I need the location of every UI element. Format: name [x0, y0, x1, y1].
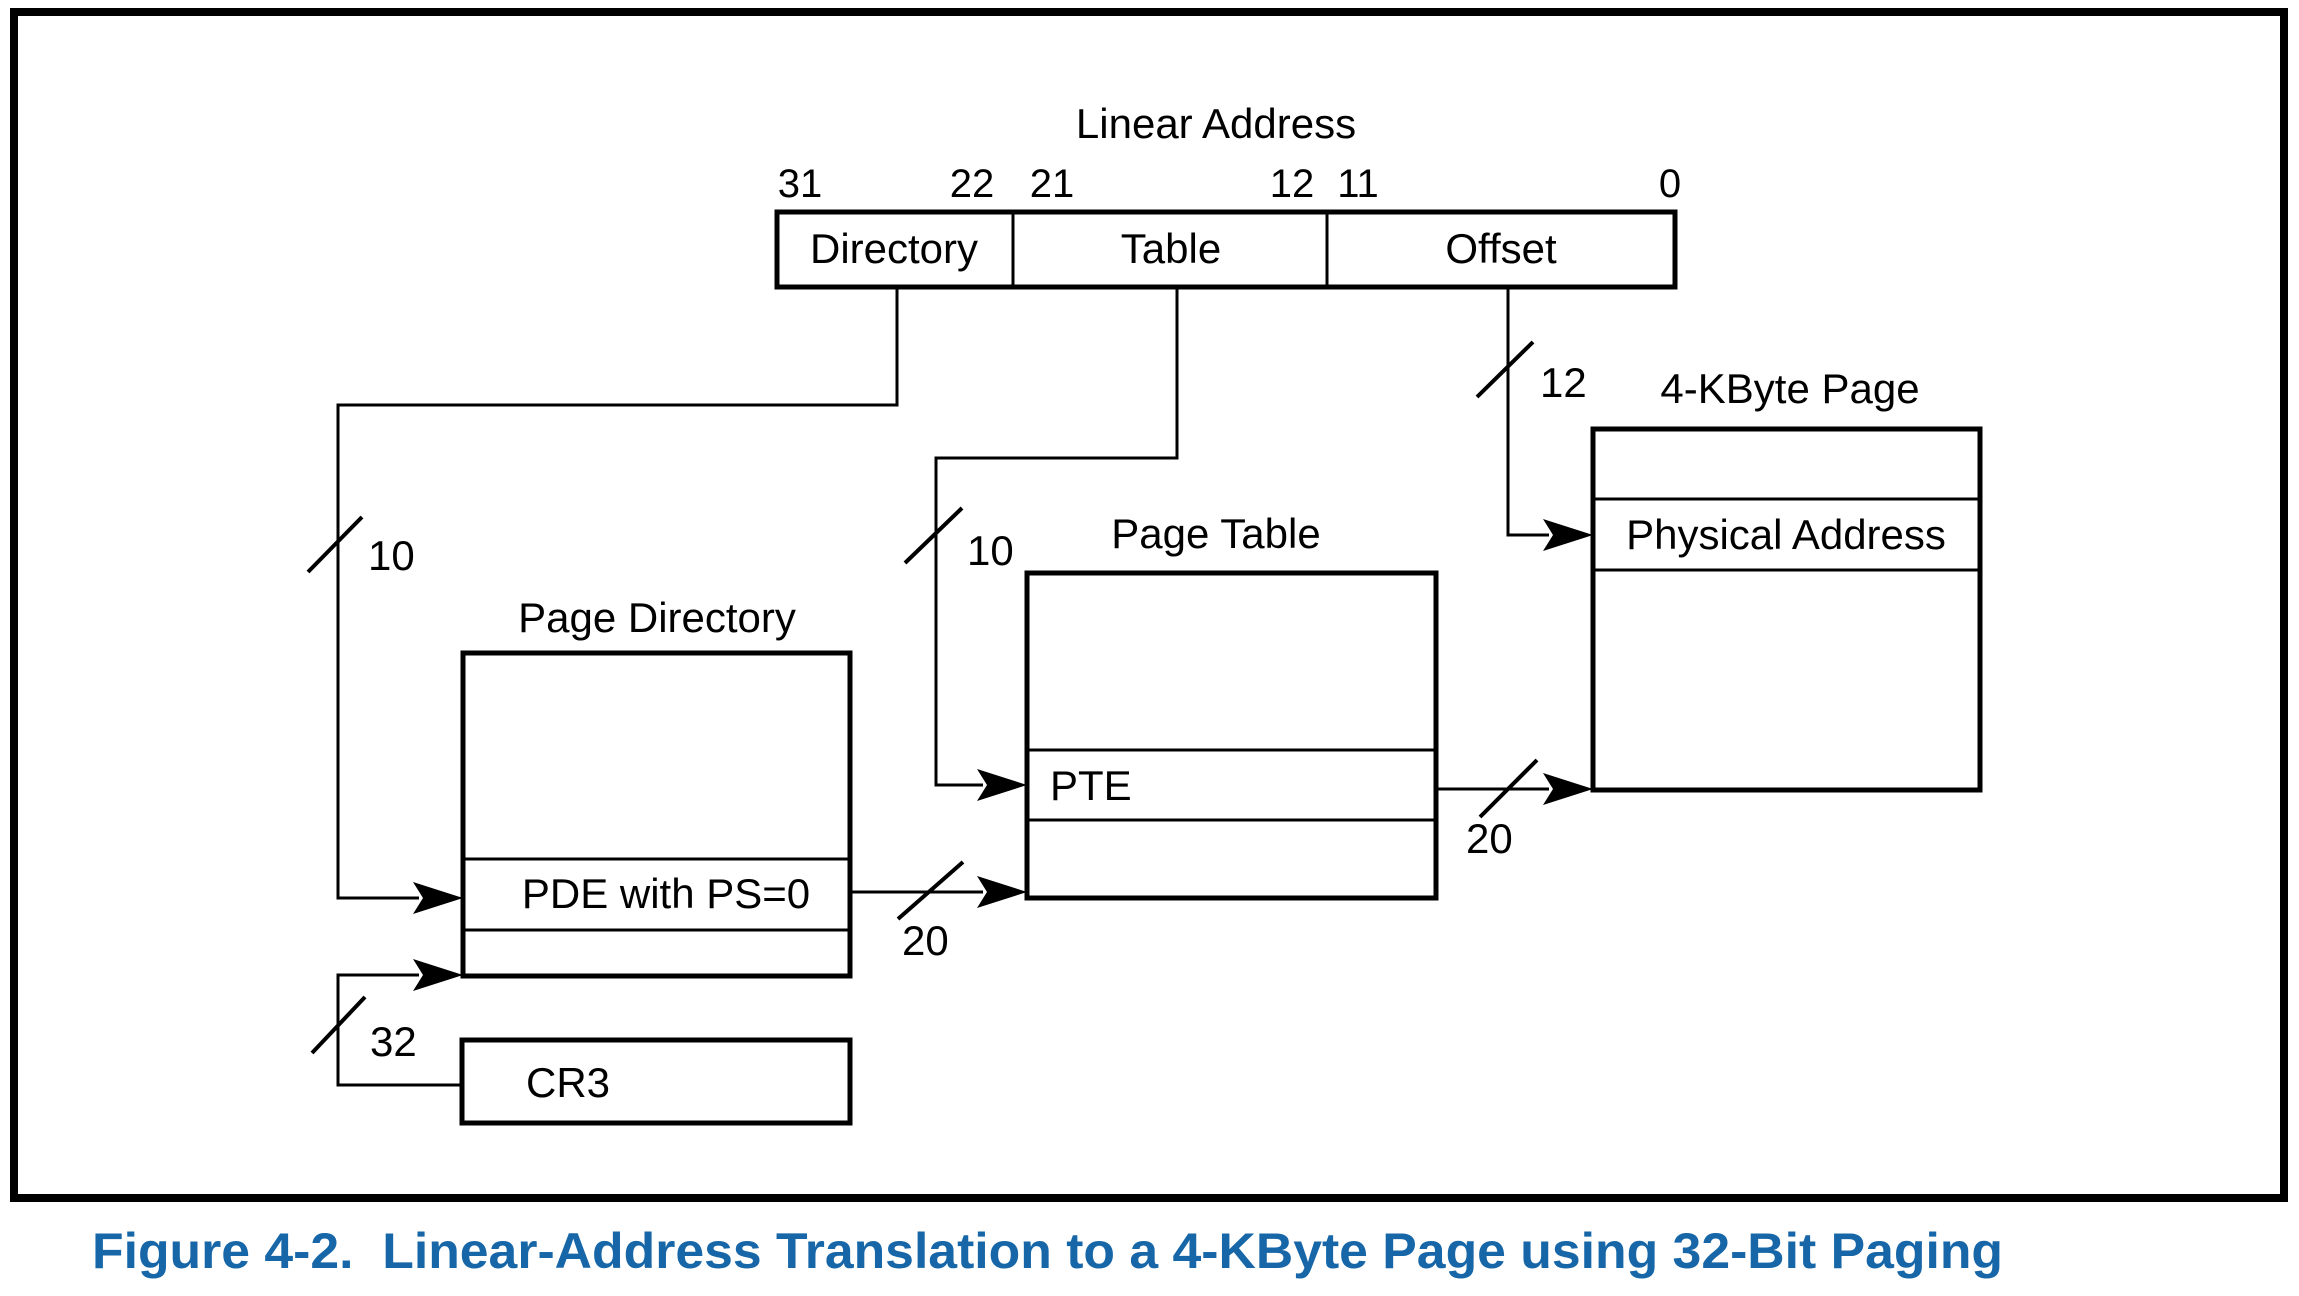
arrow-pde-to-page-table	[977, 876, 1027, 908]
figure-border	[10, 8, 2288, 1202]
page-directory-title: Page Directory	[518, 594, 796, 641]
bus-width-offset: 12	[1540, 359, 1587, 406]
bus-width-pde: 20	[902, 917, 949, 964]
bit-label-22: 22	[950, 162, 995, 206]
bus-width-cr3: 32	[370, 1018, 417, 1065]
page-4kbyte-box	[1590, 426, 1983, 793]
wire-directory-to-pde	[336, 287, 899, 900]
linear-address-box	[774, 209, 1678, 290]
field-table: Table	[1121, 225, 1221, 272]
bus-width-pte: 20	[1466, 815, 1513, 862]
pte-entry-label: PTE	[1050, 762, 1132, 809]
arrow-table-to-pte	[977, 769, 1027, 801]
arrow-pte-to-page	[1543, 773, 1593, 805]
bus-tick-cr3	[310, 995, 367, 1055]
bus-tick-pte	[1478, 758, 1539, 819]
bit-label-12: 12	[1270, 162, 1315, 206]
wire-table-to-pte	[934, 287, 1179, 787]
wire-offset-to-physical-address	[1506, 287, 1549, 537]
arrow-directory-to-pde	[413, 882, 463, 914]
wire-cr3-to-page-directory	[336, 973, 462, 1087]
arrow-cr3-to-page-directory	[413, 959, 463, 991]
field-offset: Offset	[1445, 225, 1557, 272]
bus-width-table: 10	[967, 527, 1014, 574]
figure-caption: Figure 4-2. Linear-Address Translation t…	[92, 1223, 2003, 1279]
bus-tick-directory	[306, 515, 364, 574]
bus-width-directory: 10	[368, 532, 415, 579]
cr3-box	[459, 1037, 853, 1126]
page-4kbyte-title: 4-KByte Page	[1660, 365, 1919, 412]
page-table-title: Page Table	[1111, 510, 1320, 557]
physical-address-label: Physical Address	[1626, 511, 1946, 558]
bit-label-31: 31	[778, 162, 823, 206]
arrow-offset-to-physical-address	[1543, 519, 1593, 551]
cr3-label: CR3	[526, 1059, 610, 1106]
bus-tick-offset	[1475, 340, 1535, 399]
page-directory-box	[460, 650, 853, 979]
page-table-box	[1024, 570, 1439, 901]
bit-label-0: 0	[1659, 162, 1681, 206]
bus-tick-pde	[896, 860, 965, 921]
field-directory: Directory	[810, 225, 978, 272]
pde-entry-label: PDE with PS=0	[522, 870, 810, 917]
bit-label-21: 21	[1030, 162, 1075, 206]
bit-label-11: 11	[1337, 162, 1379, 206]
bus-tick-table	[903, 506, 964, 565]
linear-address-title: Linear Address	[1076, 100, 1356, 147]
